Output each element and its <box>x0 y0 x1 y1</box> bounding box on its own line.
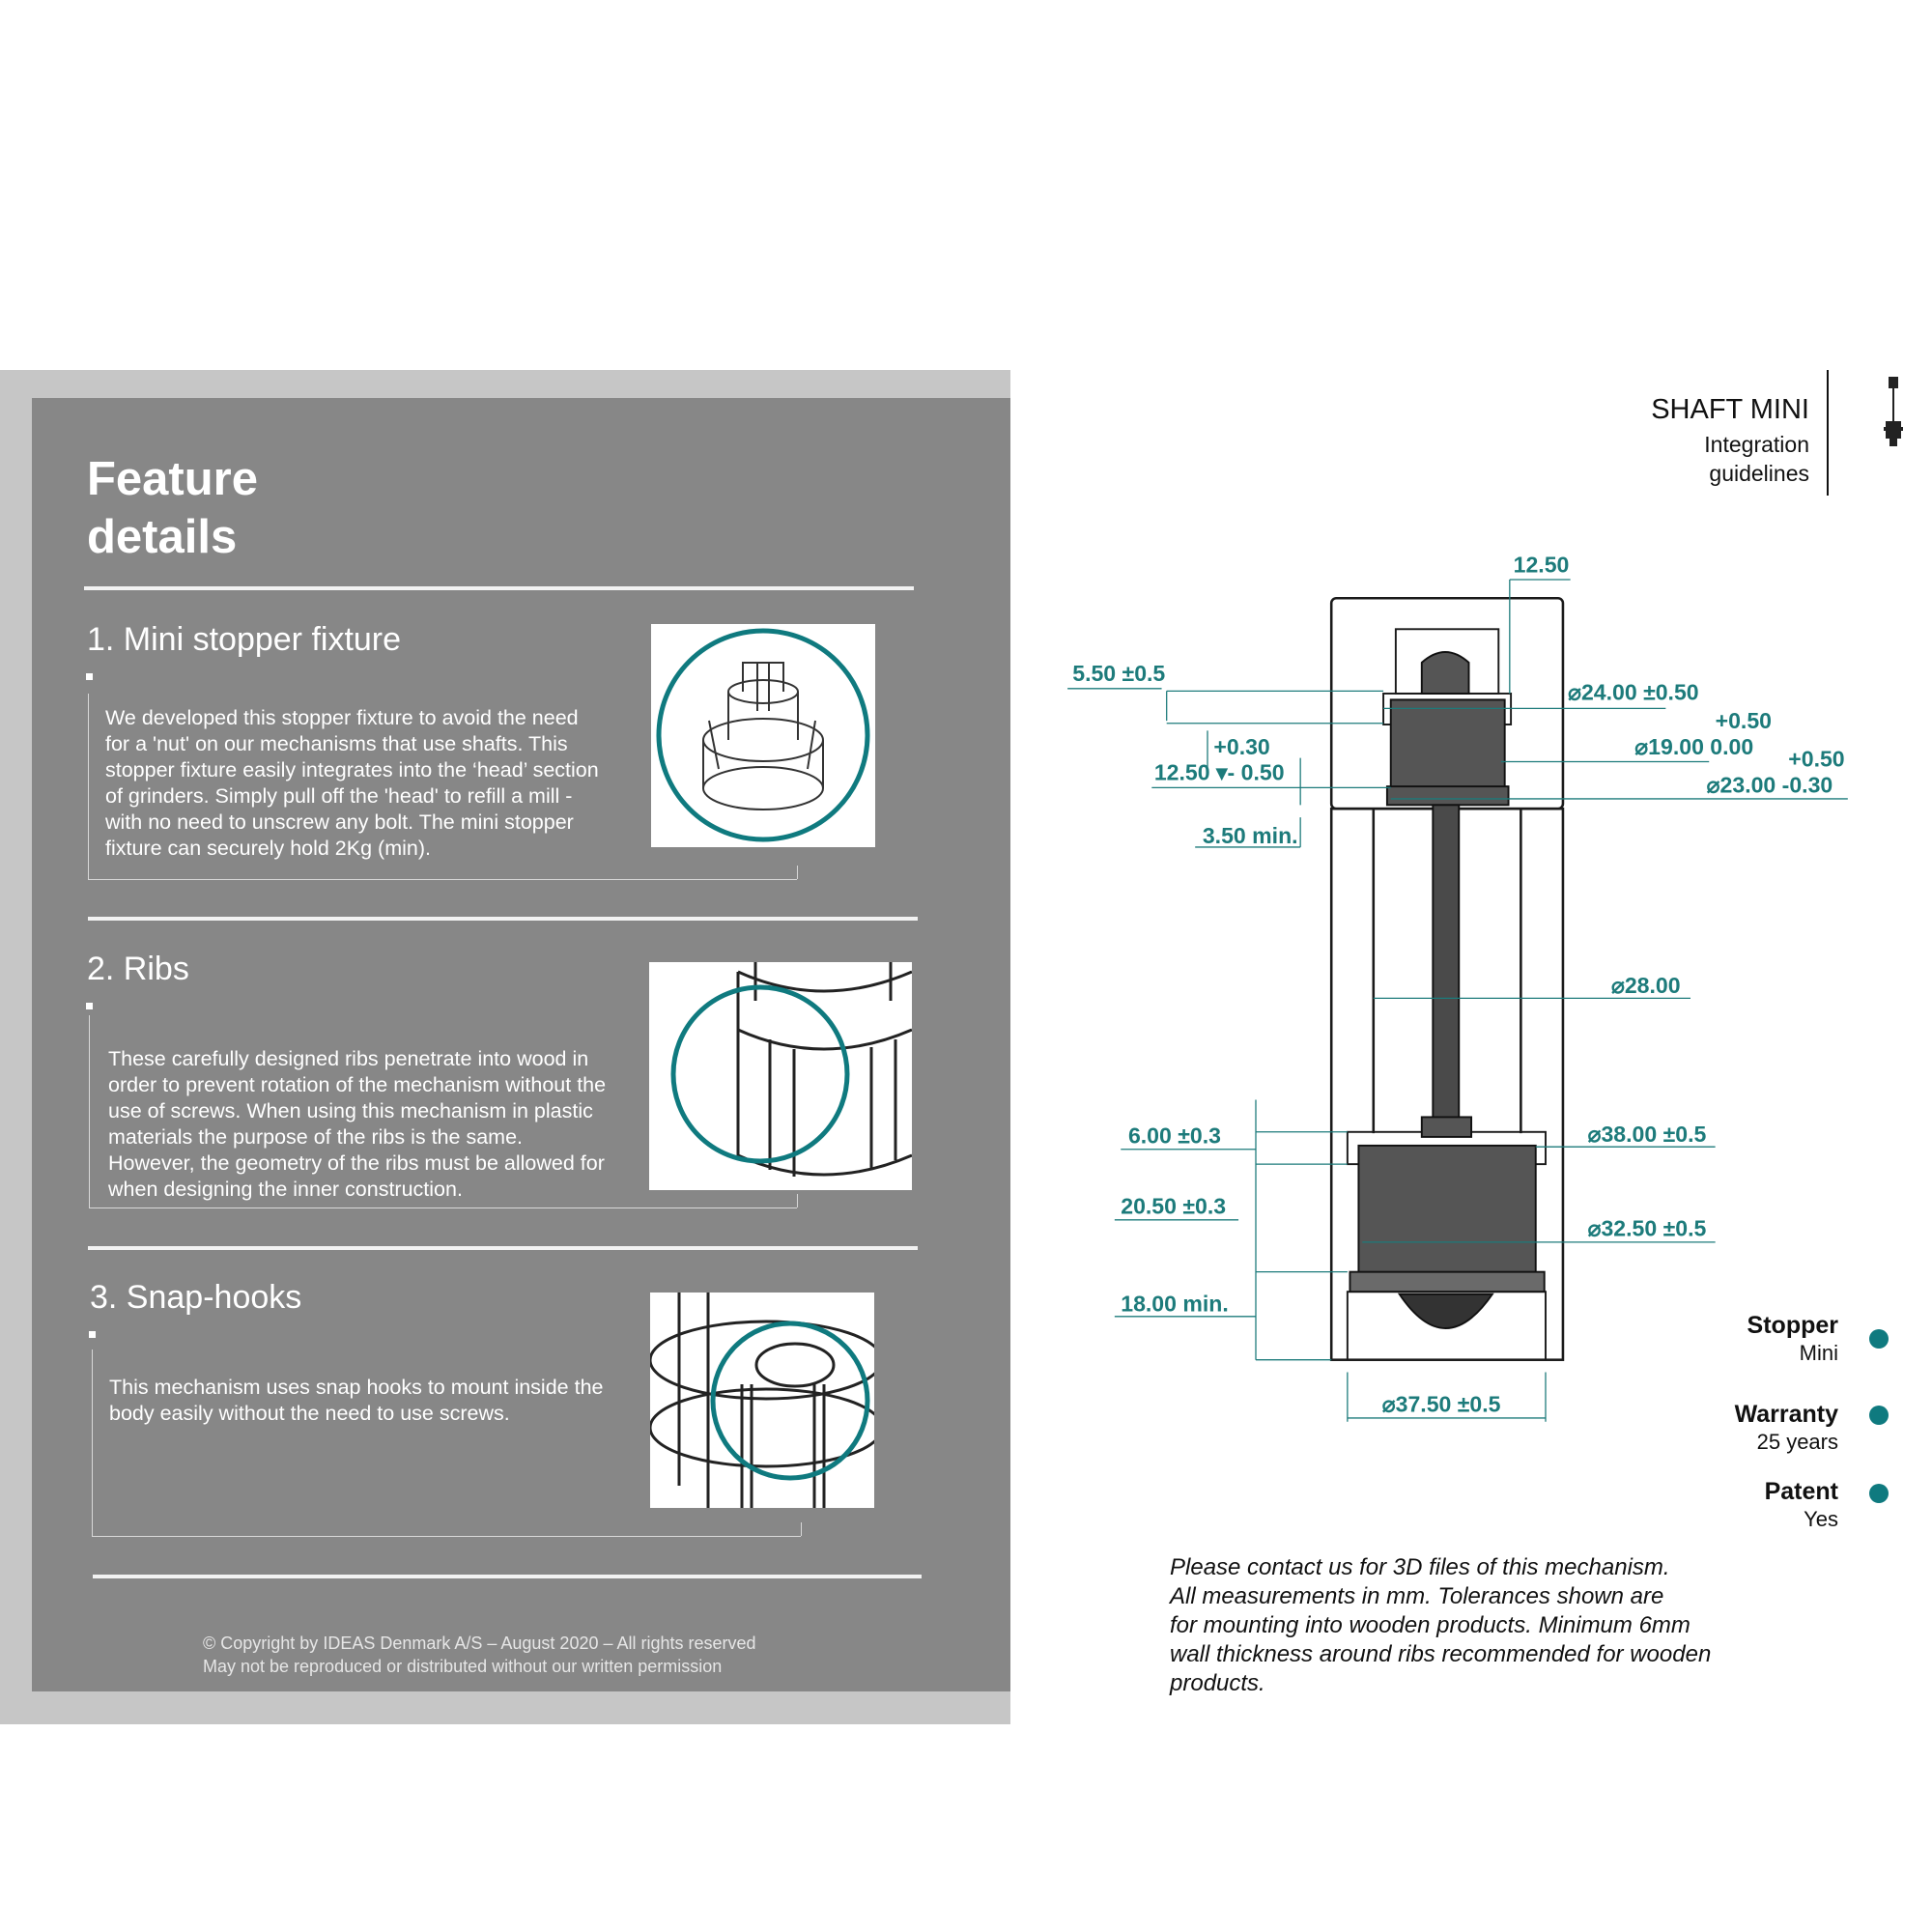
dim-flange-height: 5.50 ±0.5 <box>1072 661 1165 686</box>
header-divider <box>1827 370 1829 496</box>
dim-d37: ⌀37.50 ±0.5 <box>1382 1392 1501 1417</box>
note-line: wall thickness around ribs recommended f… <box>1170 1641 1712 1667</box>
measurement-note: Please contact us for 3D files of this m… <box>1170 1553 1769 1698</box>
note-line: All measurements in mm. Tolerances shown… <box>1170 1583 1664 1609</box>
text-line: for a 'nut' on our mechanisms that use s… <box>105 732 568 755</box>
bullet <box>89 1331 96 1338</box>
copyright-line2: May not be reproduced or distributed wit… <box>203 1657 723 1676</box>
text-line: body easily without the need to use scre… <box>109 1402 510 1425</box>
section-text-ribs: These carefully designed ribs penetrate … <box>108 1046 606 1203</box>
text-line: when designing the inner construction. <box>108 1178 463 1201</box>
note-line: products. <box>1170 1670 1265 1696</box>
dim-d24: ⌀24.00 ±0.50 <box>1568 679 1699 704</box>
feature-dot <box>1869 1484 1889 1503</box>
text-line: use of screws. When using this mechanism… <box>108 1099 593 1122</box>
feature-label: Stopper <box>1747 1312 1838 1339</box>
text-line: This mechanism uses snap hooks to mount … <box>109 1376 604 1399</box>
section-title-ribs: 2. Ribs <box>87 951 189 987</box>
section-text-stopper: We developed this stopper fixture to avo… <box>105 705 599 862</box>
product-subtitle: Integration guidelines <box>1704 430 1809 488</box>
feature-value: 25 years <box>1756 1430 1838 1454</box>
text-line: fixture can securely hold 2Kg (min). <box>105 837 431 860</box>
feature-patent: Patent Yes <box>1765 1477 1838 1532</box>
feature-warranty: Warranty 25 years <box>1735 1400 1838 1455</box>
dim-d19: ⌀19.00 0.00 <box>1634 734 1753 759</box>
text-line: of grinders. Simply pull off the 'head' … <box>105 784 573 808</box>
feature-label: Patent <box>1764 1478 1838 1505</box>
subtitle-line2: guidelines <box>1709 461 1809 486</box>
note-line: for mounting into wooden products. Minim… <box>1170 1612 1690 1638</box>
dim-h20: 20.50 ±0.3 <box>1121 1193 1226 1218</box>
text-line: materials the purpose of the ribs is the… <box>108 1125 524 1149</box>
section-title-snap-hooks: 3. Snap-hooks <box>90 1279 302 1316</box>
dim-d28: ⌀28.00 <box>1611 973 1681 998</box>
text-line: with no need to unscrew any bolt. The mi… <box>105 810 574 834</box>
bullet <box>86 673 93 680</box>
section-text-box <box>88 694 798 880</box>
divider <box>88 1246 918 1250</box>
shaft-mechanism-icon <box>1883 377 1904 448</box>
divider <box>84 586 914 590</box>
feature-stopper: Stopper Mini <box>1747 1311 1838 1366</box>
text-line: We developed this stopper fixture to avo… <box>105 706 579 729</box>
dim-d32: ⌀32.50 ±0.5 <box>1588 1215 1707 1240</box>
panel-title: Feature details <box>87 450 258 566</box>
dim-top-clearance: 12.50 <box>1514 552 1570 577</box>
dim-h6: 6.00 ±0.3 <box>1128 1122 1221 1148</box>
text-line: stopper fixture easily integrates into t… <box>105 758 599 781</box>
section-text-snap-hooks: This mechanism uses snap hooks to mount … <box>109 1375 604 1427</box>
dim-d23: ⌀23.00 -0.30 <box>1707 773 1833 798</box>
panel-title-line2: details <box>87 511 238 563</box>
section-text-box <box>92 1350 802 1537</box>
panel-title-line1: Feature <box>87 453 259 505</box>
stopper-fixture-image <box>651 624 875 847</box>
dim-head-depth: 12.50 ▾- 0.50 <box>1154 760 1285 785</box>
mechanism-parts <box>1349 651 1546 1329</box>
subtitle-line1: Integration <box>1704 432 1809 457</box>
feature-value: Yes <box>1804 1507 1838 1531</box>
section-text-box <box>89 1015 798 1208</box>
divider <box>88 917 918 921</box>
dimension-lines <box>1067 579 1848 1422</box>
divider <box>93 1575 922 1578</box>
dim-d38: ⌀38.00 ±0.5 <box>1588 1122 1707 1147</box>
dim-d23-tol: +0.50 <box>1788 747 1844 772</box>
feature-dot <box>1869 1406 1889 1425</box>
text-line: These carefully designed ribs penetrate … <box>108 1047 589 1070</box>
feature-dot <box>1869 1329 1889 1349</box>
product-name: SHAFT MINI <box>1651 394 1809 425</box>
snap-hooks-image <box>650 1293 874 1508</box>
dim-d19-tol: +0.50 <box>1716 708 1772 733</box>
feature-label: Warranty <box>1734 1401 1838 1428</box>
text-line: However, the geometry of the ribs must b… <box>108 1151 605 1175</box>
dim-h18: 18.00 min. <box>1121 1292 1229 1317</box>
copyright: © Copyright by IDEAS Denmark A/S – Augus… <box>203 1632 756 1678</box>
bullet <box>86 1003 93 1009</box>
dim-bottom-min: 3.50 min. <box>1203 823 1298 848</box>
copyright-line1: © Copyright by IDEAS Denmark A/S – Augus… <box>203 1634 756 1653</box>
feature-value: Mini <box>1799 1341 1838 1365</box>
section-title-stopper: 1. Mini stopper fixture <box>87 621 402 658</box>
dim-head-tol-plus: +0.30 <box>1213 734 1269 759</box>
ribs-image <box>649 962 912 1190</box>
note-line: Please contact us for 3D files of this m… <box>1170 1554 1670 1580</box>
text-line: order to prevent rotation of the mechani… <box>108 1073 607 1096</box>
